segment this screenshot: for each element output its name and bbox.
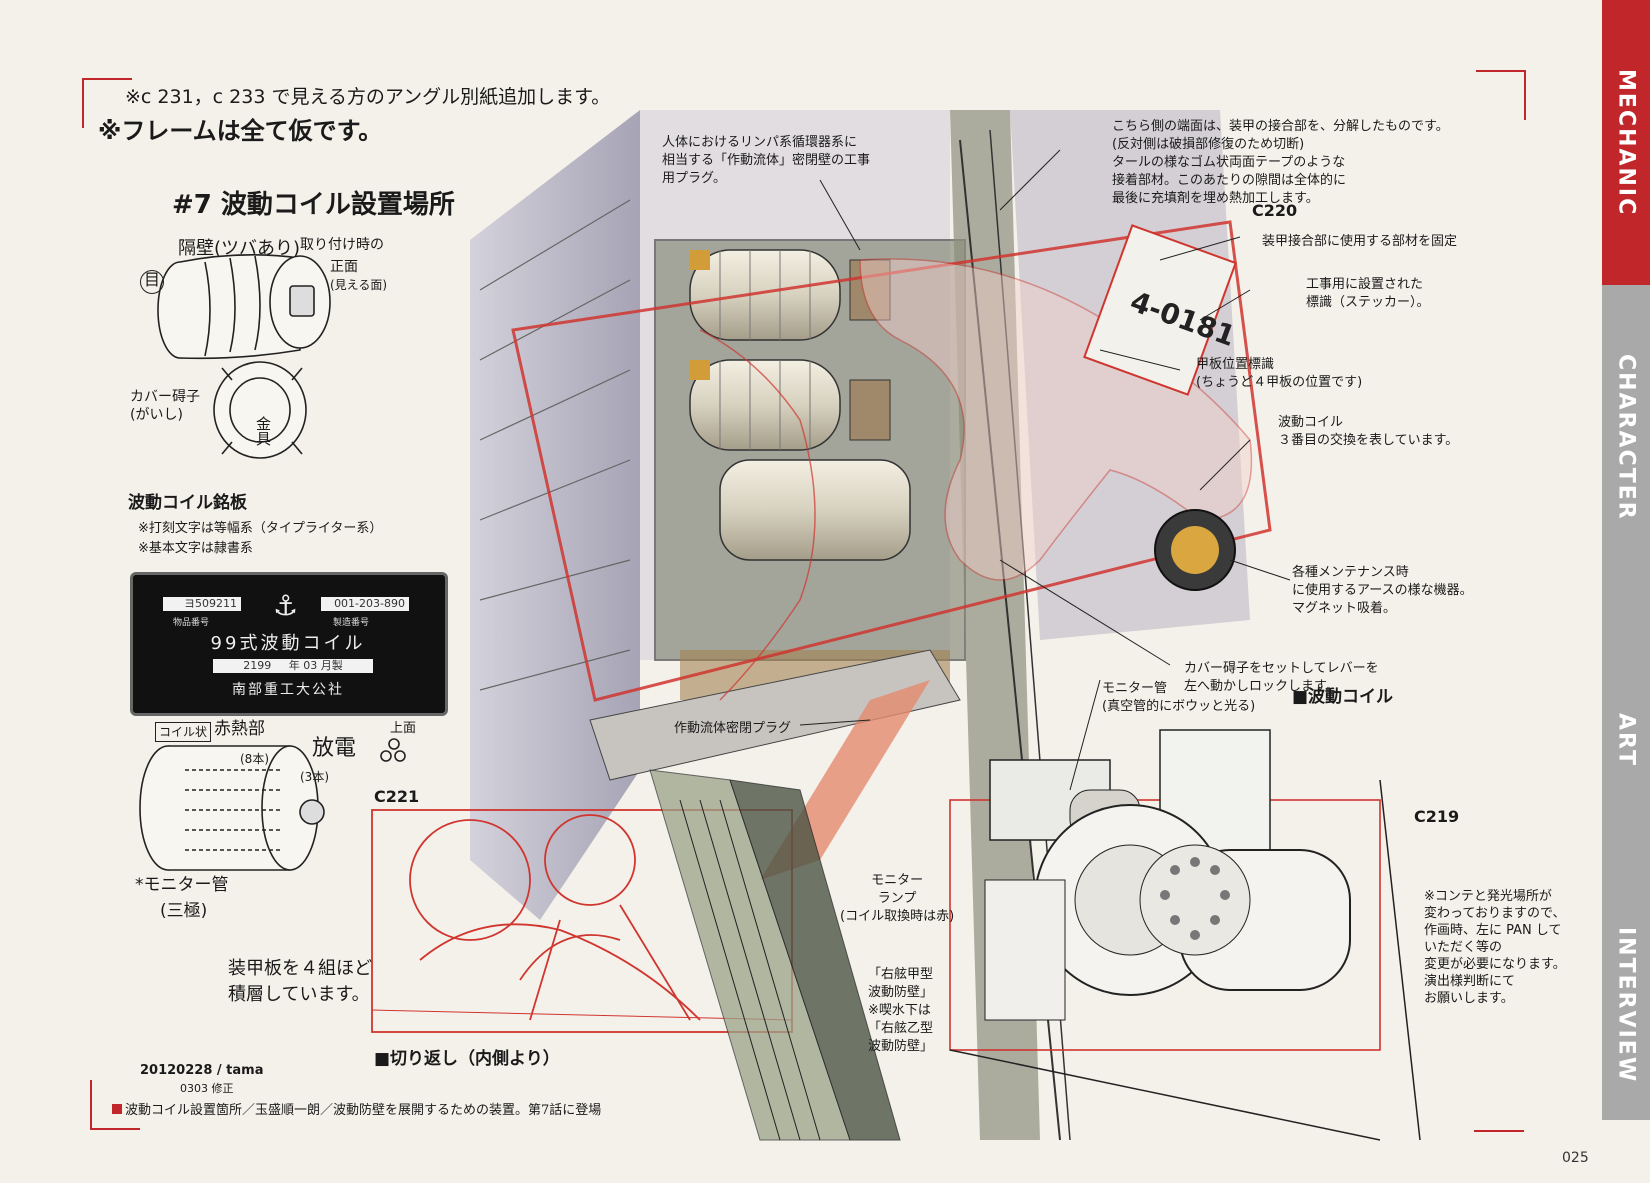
red-trace-frame xyxy=(511,220,1272,702)
caption-text: 波動コイル設置箇所／玉盛順一朗／波動防壁を展開するための装置。第7話に登場 xyxy=(125,1103,602,1118)
frame-mark-top-right-v xyxy=(1524,70,1526,120)
main-illustration: 4-0181 xyxy=(139,110,1421,1141)
cut-reverse-label: ■切り返し（内側より） xyxy=(374,1049,560,1069)
tab-interview[interactable]: INTERVIEW xyxy=(1602,890,1650,1120)
annotation-deck-marker: 甲板位置標識 (ちょうど４甲板の位置です) xyxy=(1196,357,1363,390)
c220-label: C220 xyxy=(1252,201,1298,220)
coil-label-3: (8本) xyxy=(240,752,269,766)
manufacture-month: 03 xyxy=(303,659,318,672)
frame-mark-bottom-right-h xyxy=(1474,1130,1524,1132)
monitor-tube-sub-label: (三極) xyxy=(160,901,208,921)
section-title: #7 波動コイル設置場所 xyxy=(172,190,455,220)
annotation-coil-3: 波動コイル ３番目の交換を表しています。 xyxy=(1278,415,1459,448)
tab-mechanic-label: MECHANIC xyxy=(1613,68,1639,217)
tab-mechanic[interactable]: MECHANIC xyxy=(1602,0,1650,285)
c219-drawing xyxy=(949,729,1421,1141)
annotation-ground-device: 各種メンテナンス時 に使用するアースの様な機器。 マグネット吸着。 xyxy=(1292,565,1473,616)
coil-label-6: 上面 xyxy=(390,721,417,736)
coil-label-4: 放電 xyxy=(312,736,357,761)
tab-character[interactable]: CHARACTER xyxy=(1602,285,1650,590)
side-tabs: MECHANIC CHARACTER ART INTERVIEW xyxy=(1602,0,1650,1183)
tab-art[interactable]: ART xyxy=(1602,590,1650,890)
c221-label: C221 xyxy=(374,787,420,806)
serial-number-field: 001-203-890 xyxy=(321,597,409,611)
caption-bullet xyxy=(112,1104,122,1114)
frame-mark-bottom-left-v xyxy=(90,1080,92,1130)
nameplate: ヨ509211 物品番号 ⚓ 001-203-890 製造番号 99式波動コイル… xyxy=(130,572,448,716)
hw-visible-label: (見える面) xyxy=(330,278,388,292)
metal-fitting-label: 金具 xyxy=(254,416,272,446)
frame-mark-top-left-v xyxy=(82,78,84,128)
manufacture-year: 2199 xyxy=(243,659,272,672)
annotation-wave-barrier: 「右舷甲型 波動防壁」 ※喫水下は 「右舷乙型 波動防壁」 xyxy=(868,967,934,1054)
leader-lines xyxy=(799,149,1291,791)
month-unit: 月製 xyxy=(320,659,343,672)
coil-model-name: 99式波動コイル xyxy=(210,633,366,654)
part-number-field: ヨ509211 xyxy=(163,597,241,611)
tab-character-label: CHARACTER xyxy=(1613,354,1639,521)
annotation-pan-note: ※コンテと発光場所が 変わっておりますので、 作画時、左に PAN して いただ… xyxy=(1424,889,1566,1006)
monitor-tube-label: *モニター管 xyxy=(135,875,229,895)
caption: 波動コイル設置箇所／玉盛順一朗／波動防壁を展開するための装置。第7話に登場 xyxy=(112,1102,601,1120)
annotation-sealing-plug: 作動流体密閉プラグ xyxy=(674,721,792,736)
anchor-icon: ⚓ xyxy=(273,589,299,622)
hw-bulkhead-label: 隔壁(ツバあり) xyxy=(178,238,301,259)
tab-art-label: ART xyxy=(1613,713,1639,767)
serial-number-label: 製造番号 xyxy=(333,618,370,628)
coil-label-5: (3本) xyxy=(300,770,329,784)
credit: 20120228 / tama xyxy=(140,1063,264,1078)
nameplate-note-2: ※基本文字は隷書系 xyxy=(138,541,253,556)
annotation-armor-fix: 装甲接合部に使用する部材を固定 xyxy=(1262,234,1458,249)
hw-front-label: 正面 xyxy=(330,259,358,275)
frame-mark-top-right-h xyxy=(1476,70,1526,72)
armor-plates xyxy=(649,769,901,1141)
frame-mark-top-left-h xyxy=(82,78,132,80)
annotation-sticker: 工事用に設置された 標識（ステッカー）。 xyxy=(1306,277,1430,310)
annotation-cover-lock: カバー碍子をセットしてレバーを 左へ動かしロックします。 xyxy=(1184,661,1379,694)
coil-label-1: コイル状 xyxy=(155,722,212,742)
sticker-sign: 4-0181 xyxy=(1083,224,1240,396)
manufacturer: 南部重工大公社 xyxy=(232,682,344,698)
tab-interview-label: INTERVIEW xyxy=(1613,926,1639,1084)
manufacture-date: 2199 年 03 月製 xyxy=(213,659,373,673)
credit-revision: 0303 修正 xyxy=(180,1082,234,1095)
part-number-label: 物品番号 xyxy=(173,618,210,628)
hw-attach-label: 取り付け時の xyxy=(300,237,384,253)
annotation-wave-coil: ■波動コイル xyxy=(1292,687,1394,707)
page-number: 025 xyxy=(1562,1150,1589,1166)
nameplate-heading: 波動コイル銘板 xyxy=(128,493,247,513)
annotation-monitor-lamp: モニター ランプ (コイル取換時は赤) xyxy=(840,873,955,924)
annotation-armor-joint: こちら側の端面は、装甲の接合部を、分解したものです。 (反対側は破損部修復のため… xyxy=(1112,119,1449,206)
annotation-fluid-plug: 人体におけるリンパ系循環器系に 相当する「作動流体」密閉壁の工事 用プラグ。 xyxy=(662,135,871,186)
c219-label: C219 xyxy=(1414,807,1460,826)
annotation-monitor-tube: モニター管 (真空管的にボウッと光る) xyxy=(1102,681,1256,714)
year-unit: 年 xyxy=(288,659,300,672)
header-note-1: ※c 231，c 233 で見える方のアングル別紙追加します。 xyxy=(125,86,611,108)
floor-plate xyxy=(589,649,961,781)
hw-circle-label: 目 xyxy=(140,270,164,294)
coil-label-2: 赤熱部 xyxy=(214,719,265,739)
armor-note: 装甲板を４組ほど 積層しています。 xyxy=(228,958,372,1005)
frame-mark-bottom-left-h xyxy=(90,1128,140,1130)
header-note-2: ※フレームは全て仮です。 xyxy=(98,117,383,145)
coil-cutaway-sketch xyxy=(139,738,406,871)
bulkhead-coil-sketch xyxy=(157,254,331,459)
nameplate-note-1: ※打刻文字は等幅系（タイプライター系） xyxy=(138,521,383,536)
cover-insulator-label: カバー碍子 (がいし) xyxy=(130,389,200,423)
